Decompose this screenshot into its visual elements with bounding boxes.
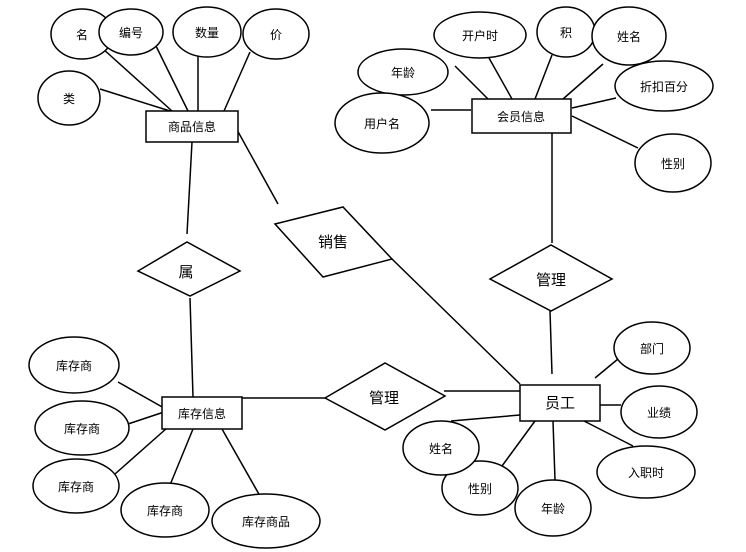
line-inv-attr4	[169, 428, 194, 486]
attribute-product-type[interactable]: 类	[37, 70, 101, 126]
entity-label: 会员信息	[497, 109, 545, 124]
attribute-member-username[interactable]: 用户名	[334, 92, 430, 154]
attribute-label: 库存商	[58, 479, 94, 494]
attribute-product-id[interactable]: 编号	[98, 8, 164, 56]
relationship-manage-members[interactable]: 管理	[488, 244, 614, 312]
relationship-label: 管理	[369, 389, 399, 407]
attribute-member-opentime[interactable]: 开户时	[433, 11, 527, 59]
attribute-label: 数量	[195, 25, 219, 40]
line-product-name	[101, 47, 173, 112]
line-member-name	[562, 63, 604, 100]
attribute-inventory-5[interactable]: 库存商品	[211, 493, 321, 549]
attribute-inventory-4[interactable]: 库存商	[120, 482, 210, 538]
attribute-label: 姓名	[617, 29, 641, 44]
entity-label: 员工	[545, 394, 575, 412]
line-sales-employee	[391, 258, 521, 385]
attribute-label: 姓名	[429, 441, 453, 456]
attribute-employee-name[interactable]: 姓名	[402, 420, 480, 476]
attribute-label: 性别	[661, 157, 685, 171]
line-inv-attr1	[117, 381, 165, 409]
line-belongs-inventory	[189, 297, 194, 398]
relationship-label: 销售	[318, 233, 348, 251]
attribute-employee-performance[interactable]: 业绩	[620, 385, 698, 439]
attribute-employee-dept[interactable]: 部门	[613, 321, 691, 375]
attribute-label: 用户名	[364, 116, 400, 131]
attribute-label: 年龄	[541, 502, 565, 516]
entity-label: 商品信息	[168, 119, 216, 134]
attribute-label: 折扣百分	[640, 79, 688, 94]
attribute-label: 库存商	[147, 503, 183, 518]
connector-lines	[99, 43, 639, 497]
entity-inventory-info[interactable]: 库存信息	[161, 396, 243, 430]
line-member-age	[454, 65, 489, 100]
attribute-label: 业绩	[647, 406, 671, 420]
attribute-label: 积	[560, 26, 572, 40]
attribute-member-points[interactable]: 积	[536, 6, 596, 58]
line-emp-name	[450, 414, 521, 422]
attribute-member-discount[interactable]: 折扣百分	[614, 60, 714, 112]
attribute-label: 编号	[119, 25, 143, 40]
attribute-inventory-2[interactable]: 库存商	[34, 400, 130, 456]
entity-label: 库存信息	[178, 406, 226, 421]
attribute-label: 库存商	[64, 421, 100, 436]
attribute-label: 价	[270, 28, 282, 42]
attribute-label: 部门	[640, 341, 664, 356]
attribute-inventory-1[interactable]: 库存商	[28, 336, 120, 394]
line-product-belongs	[186, 141, 193, 235]
line-inv-attr5	[221, 428, 261, 497]
line-emp-gender	[501, 420, 536, 467]
line-inv-attr3	[114, 427, 168, 475]
attribute-label: 入职时	[628, 466, 664, 480]
attribute-label: 年龄	[391, 66, 415, 80]
relationship-belongs[interactable]: 属	[136, 241, 242, 297]
relationship-manage-inventory[interactable]: 管理	[323, 362, 447, 431]
attribute-product-price[interactable]: 价	[242, 8, 310, 60]
entity-member-info[interactable]: 会员信息	[471, 98, 572, 134]
line-manage-employee	[549, 310, 553, 375]
attribute-product-name[interactable]: 名	[50, 8, 114, 60]
attribute-label: 名	[76, 27, 88, 42]
attribute-label: 开户时	[462, 28, 498, 43]
line-product-price	[223, 51, 251, 112]
attribute-label: 类	[63, 92, 75, 106]
entity-product-info[interactable]: 商品信息	[145, 110, 239, 143]
attribute-label: 库存商	[56, 358, 92, 373]
line-product-type	[99, 88, 171, 112]
attribute-member-age[interactable]: 年龄	[357, 48, 449, 96]
attribute-inventory-3[interactable]: 库存商	[32, 458, 120, 514]
attribute-member-name[interactable]: 姓名	[591, 6, 667, 66]
attribute-employee-hiredate[interactable]: 入职时	[596, 445, 696, 499]
line-inv-attr2	[127, 411, 165, 425]
line-emp-age	[552, 420, 556, 481]
line-emp-hire	[583, 420, 634, 447]
line-member-gender	[571, 115, 639, 149]
line-member-opentime	[488, 57, 513, 100]
attribute-employee-age[interactable]: 年龄	[514, 479, 592, 537]
attribute-label: 性别	[468, 482, 492, 496]
line-member-discount	[571, 97, 617, 109]
attribute-product-qty[interactable]: 数量	[172, 6, 242, 58]
attribute-label: 库存商品	[242, 514, 290, 529]
relationship-sales[interactable]: 销售	[273, 206, 394, 278]
entity-employee[interactable]: 员工	[519, 384, 601, 422]
relationship-label: 管理	[536, 271, 566, 289]
attribute-employee-gender[interactable]: 性别	[441, 460, 519, 516]
attribute-member-gender[interactable]: 性别	[634, 133, 712, 193]
relationship-label: 属	[178, 263, 193, 281]
line-member-points	[534, 54, 553, 100]
line-product-sales	[235, 127, 279, 205]
line-product-id	[154, 43, 189, 112]
